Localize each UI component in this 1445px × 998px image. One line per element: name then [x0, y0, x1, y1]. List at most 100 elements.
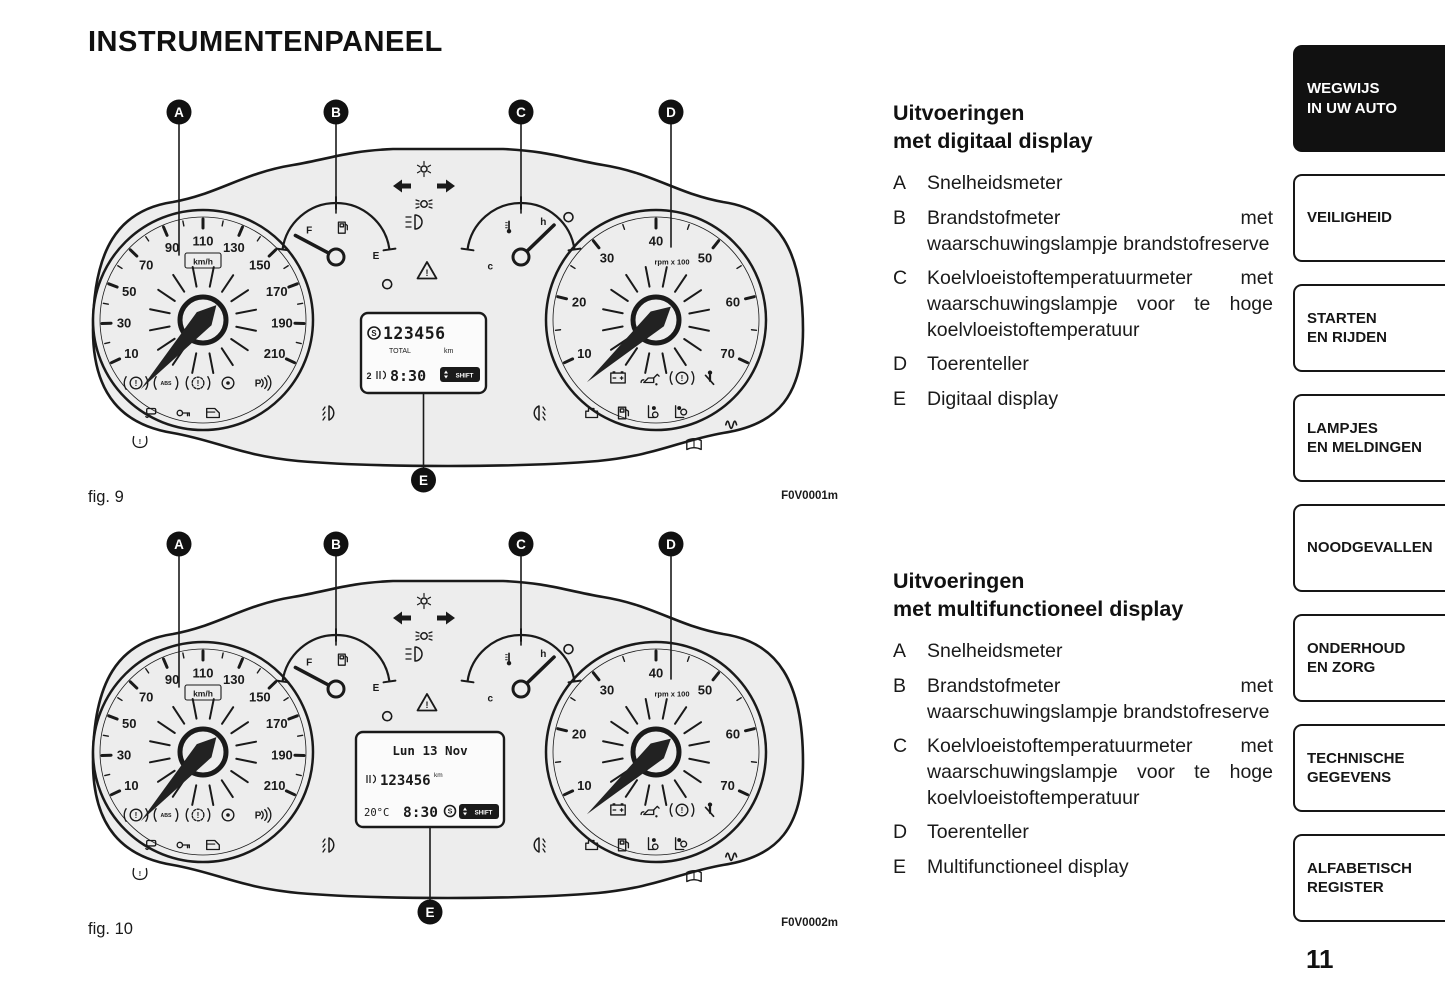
section-title-line2: met multifunctioneel display: [893, 596, 1184, 621]
thermometer-icon: [505, 652, 512, 666]
legend-item-text: Digitaal display: [927, 388, 1059, 411]
exhaust-icon: [585, 407, 599, 419]
svg-text:h: h: [540, 649, 546, 660]
svg-text:A: A: [174, 105, 184, 120]
svg-text:km/h: km/h: [193, 257, 213, 267]
sidebar-tab-label: ALFABETISCH: [1307, 859, 1412, 877]
svg-text:TOTAL: TOTAL: [389, 348, 411, 355]
sidebar-tab-label: TECHNISCHE: [1307, 749, 1405, 767]
hazard-triangle-icon: !: [416, 261, 438, 280]
legend-item-key: A: [893, 640, 907, 663]
battery-icon: [610, 803, 626, 816]
legend-item-text: Brandstofmeter met waarschuwingslampje b…: [927, 674, 1273, 723]
svg-text:P: P: [255, 379, 262, 390]
brake-wear-icon: !: [185, 808, 211, 822]
svg-text:50: 50: [698, 683, 712, 698]
legend-item-key: D: [893, 821, 908, 844]
callout-D: D: [658, 531, 684, 680]
svg-text:A: A: [174, 537, 184, 552]
tyre-pressure-icon: !: [132, 435, 148, 449]
turn-left-icon: [393, 611, 411, 625]
svg-text:!: !: [197, 811, 200, 820]
sidebar-tab-label: EN MELDINGEN: [1307, 439, 1423, 456]
svg-text:B: B: [331, 537, 341, 552]
legend-item-key: B: [893, 206, 907, 229]
rear-fog-icon: [533, 837, 546, 853]
svg-text:km: km: [434, 772, 443, 779]
svg-text:30: 30: [117, 315, 131, 330]
sidebar-tab-label: LAMPJES: [1307, 419, 1378, 437]
svg-text:210: 210: [264, 346, 286, 361]
fuel-pump-icon: [337, 653, 348, 666]
fuel-pump-icon: [337, 221, 348, 234]
svg-text:20: 20: [572, 294, 586, 309]
esc-icon: [145, 407, 157, 419]
svg-text:50: 50: [122, 284, 136, 299]
glow-plug-icon: [724, 852, 738, 862]
oil-pressure-icon: [640, 373, 660, 386]
svg-text:150: 150: [249, 690, 271, 705]
turn-right-icon: [437, 179, 455, 193]
svg-text:S: S: [448, 808, 453, 816]
exhaust-icon: [585, 839, 599, 851]
svg-text:h: h: [540, 217, 546, 228]
svg-text:!: !: [135, 811, 138, 820]
svg-text:20: 20: [572, 726, 586, 741]
legend-item-text: Koelvloeistoftemperatuurmeter met waarsc…: [927, 735, 1273, 809]
svg-text:ABS: ABS: [160, 813, 172, 819]
fuel-reserve-icon: [617, 406, 630, 420]
legend-item-key: E: [893, 388, 907, 411]
svg-text:70: 70: [720, 778, 734, 793]
seatbelt-icon: [704, 370, 715, 386]
position-lights-icon: [416, 160, 432, 178]
figure-code: F0V0001m: [781, 490, 838, 502]
fuel-gauge: FE: [275, 628, 397, 722]
brake-wear-icon: !: [185, 376, 211, 390]
svg-text:E: E: [373, 251, 380, 262]
svg-text:10: 10: [124, 346, 138, 361]
handbook-icon: [686, 438, 702, 451]
svg-text:130: 130: [223, 672, 245, 687]
shift-indicator: SHIFT: [459, 804, 499, 819]
svg-text:10: 10: [577, 778, 591, 793]
front-fog-icon: [322, 405, 335, 421]
svg-text:km: km: [444, 348, 454, 355]
svg-text:!: !: [681, 806, 684, 815]
svg-text:190: 190: [271, 315, 293, 330]
section-title-line1: Uitvoeringen: [893, 101, 1025, 125]
sidebar-tab-noodgevallen: NOODGEVALLEN: [1293, 504, 1445, 592]
glow-plug-icon: [724, 420, 738, 430]
svg-text:!: !: [135, 379, 138, 388]
svg-text:50: 50: [122, 716, 136, 731]
shift-indicator: SHIFT: [440, 367, 480, 382]
svg-text:SHIFT: SHIFT: [456, 372, 474, 379]
sidebar-tab-veiligheid: VEILIGHEID: [1293, 174, 1445, 262]
gear-s-icon: [367, 326, 381, 340]
page-number: 11: [1306, 944, 1334, 974]
sidebar-tab-label: STARTEN: [1307, 309, 1377, 327]
turn-left-icon: [393, 179, 411, 193]
brake-icon: !: [123, 808, 149, 822]
airbag-icon: [221, 808, 235, 822]
position-lights-icon: [416, 592, 432, 610]
svg-text:ABS: ABS: [160, 381, 172, 387]
sidelights-icon: [415, 631, 433, 641]
svg-text:!: !: [139, 869, 141, 878]
airbag-icon: [221, 376, 235, 390]
seatbelt-icon: [704, 802, 715, 818]
svg-text:F: F: [306, 658, 312, 669]
legend-item-text: Koelvloeistoftemperatuurmeter met waarsc…: [927, 267, 1273, 341]
svg-text:!: !: [139, 437, 141, 446]
